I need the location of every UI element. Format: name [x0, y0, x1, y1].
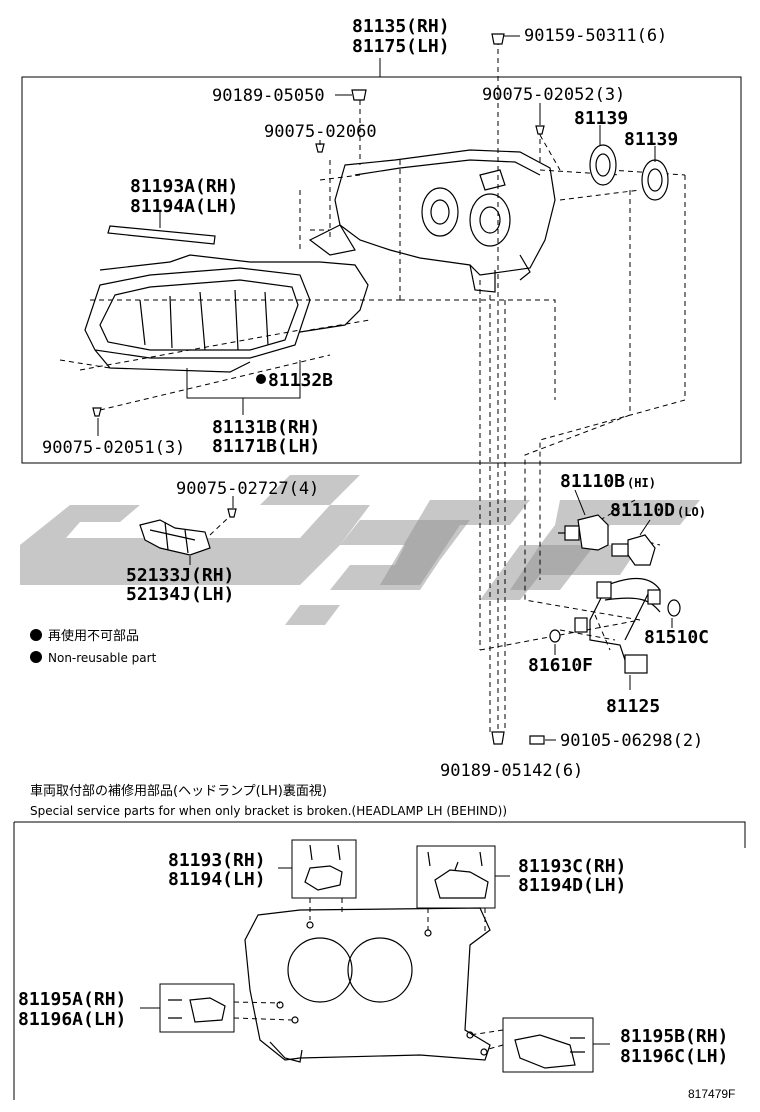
bulb-hi — [558, 514, 609, 551]
part-label-81610f: 81610F — [528, 655, 593, 676]
part-label-90105: 90105-06298(2) — [560, 731, 703, 751]
clip-icon — [549, 629, 561, 643]
part-label-81135: 81135(RH) — [352, 16, 450, 37]
service-note-jp: 車両取付部の補修用部品(ヘッドランプ(LH)裏面視) — [30, 784, 327, 799]
service-part-81195a — [140, 983, 293, 1033]
part-label-81193: 81193(RH) — [168, 850, 266, 871]
alignment-lines-top — [59, 40, 686, 740]
part-label-90189-05050: 90189-05050 — [212, 86, 325, 106]
service-part-81193c — [416, 845, 510, 935]
grommet-icon — [667, 599, 681, 617]
service-part-81193 — [278, 839, 357, 920]
part-label-81125: 81125 — [606, 696, 660, 717]
headlamp-back-view — [244, 907, 491, 1063]
part-label-81131b: 81131B(RH) — [212, 417, 320, 438]
part-label-81196a: 81196A(LH) — [18, 1009, 126, 1030]
part-label-81194d: 81194D(LH) — [518, 875, 626, 896]
fasteners — [92, 33, 545, 745]
part-label-81195b: 81195B(RH) — [620, 1026, 728, 1047]
bullet-dot-icon — [256, 374, 266, 384]
bullet-dot-icon — [30, 629, 42, 641]
service-part-81195b — [469, 1017, 610, 1073]
part-label-90189-05142: 90189-05142(6) — [440, 761, 583, 781]
part-label-90075-02060: 90075-02060 — [264, 122, 377, 142]
headlamp-lens — [84, 267, 311, 373]
part-label-90075-02052: 90075-02052(3) — [482, 85, 625, 105]
part-label-81171b: 81171B(LH) — [212, 436, 320, 457]
adjuster-bracket — [139, 517, 229, 556]
part-label-52133j: 52133J(RH) — [126, 565, 234, 586]
part-label-52134j: 52134J(LH) — [126, 584, 234, 605]
screw-icon — [351, 89, 367, 101]
bulb-lo — [611, 534, 656, 566]
trim-strip — [107, 225, 216, 245]
part-label-81195a: 81195A(RH) — [18, 989, 126, 1010]
part-label-90075-02051: 90075-02051(3) — [42, 438, 185, 458]
service-note-en: Special service parts for when only brac… — [30, 804, 507, 818]
gasket-caps — [589, 144, 669, 201]
legend-non-reusable-jp: 再使用不可部品 — [48, 628, 139, 644]
part-label-81194a: 81194A(LH) — [130, 196, 238, 217]
part-label-81196c: 81196C(LH) — [620, 1046, 728, 1067]
part-label-90159: 90159-50311(6) — [524, 26, 667, 46]
part-label-81139-a: 81139 — [574, 108, 628, 129]
part-label-81132b: 81132B — [268, 370, 333, 391]
bullet-dot-icon — [30, 651, 42, 663]
part-label-81110b: 81110B(HI) — [560, 471, 656, 492]
part-label-81510c: 81510C — [644, 627, 709, 648]
part-label-81193a: 81193A(RH) — [130, 176, 238, 197]
main-assembly-frame — [21, 76, 742, 464]
leader-lines-top — [97, 35, 673, 741]
part-label-81194: 81194(LH) — [168, 869, 266, 890]
diagram-code: 817479F — [688, 1087, 735, 1101]
service-section-frame — [13, 821, 746, 1100]
part-label-81139-b: 81139 — [624, 129, 678, 150]
bolt-icon — [491, 33, 505, 45]
part-label-81193c: 81193C(RH) — [518, 856, 626, 877]
legend-non-reusable-en: Non-reusable part — [48, 651, 157, 665]
part-label-81110d: 81110D(LO) — [610, 500, 706, 521]
wiring-harness — [549, 577, 681, 674]
part-label-90075-02727: 90075-02727(4) — [176, 479, 319, 499]
part-label-81175: 81175(LH) — [352, 36, 450, 57]
headlamp-housing — [308, 149, 556, 293]
